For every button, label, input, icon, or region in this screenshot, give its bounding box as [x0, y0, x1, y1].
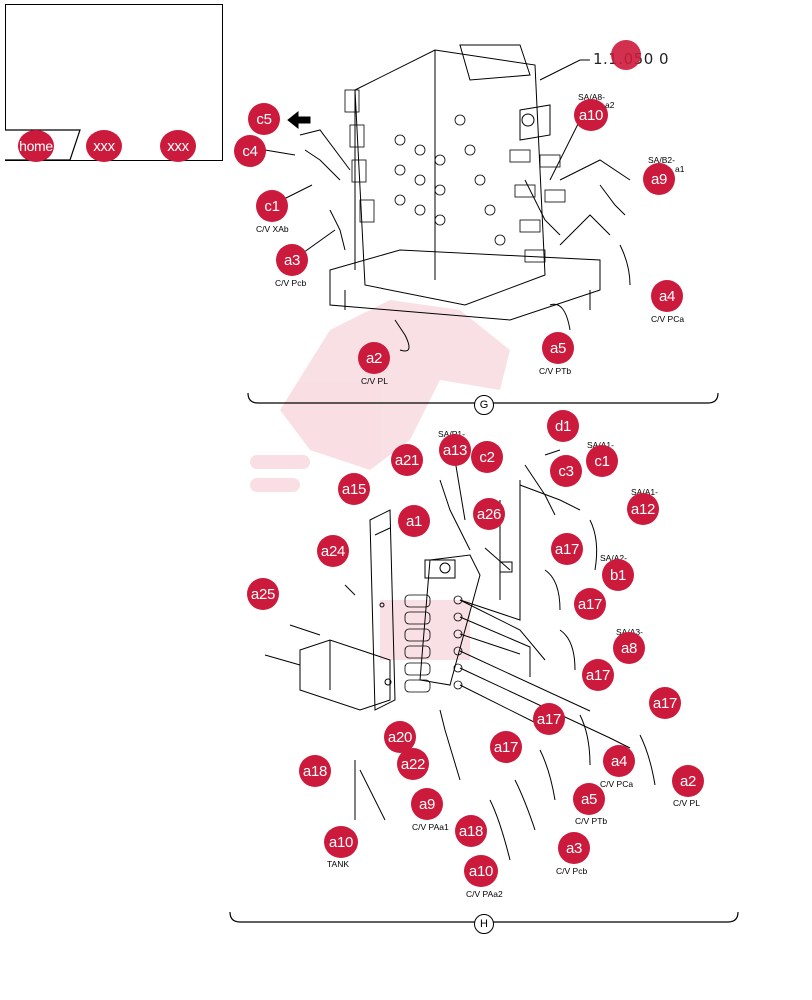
- callout-c2[interactable]: c2: [471, 441, 503, 473]
- callout-ref-circle[interactable]: [611, 40, 641, 70]
- label-cv-ptb-upper: C/V PTb: [539, 366, 572, 376]
- callout-a9-lower[interactable]: a9: [411, 788, 443, 820]
- callout-a1[interactable]: a1: [398, 505, 430, 537]
- label-cv-pca-lower: C/V PCa: [600, 779, 634, 789]
- callout-a18-1[interactable]: a18: [299, 755, 331, 787]
- callout-a4-lower[interactable]: a4: [603, 745, 635, 777]
- label-sa-a8: SA/A8-: [578, 92, 605, 102]
- callout-a22[interactable]: a22: [397, 748, 429, 780]
- section-marker-g: G: [474, 395, 494, 415]
- callout-a25[interactable]: a25: [247, 578, 279, 610]
- callout-c1-lower[interactable]: c1: [586, 445, 618, 477]
- callout-a2-lower[interactable]: a2: [672, 765, 704, 797]
- next-page-button[interactable]: xxx: [160, 130, 196, 162]
- callout-a17-3[interactable]: a17: [582, 659, 614, 691]
- label-cv-ptb-lower: C/V PTb: [575, 816, 608, 826]
- control-valve-assembly: [264, 44, 631, 352]
- callout-a21[interactable]: a21: [391, 444, 423, 476]
- callout-a17-2[interactable]: a17: [574, 588, 606, 620]
- label-cv-xab: C/V XAb: [256, 224, 289, 234]
- callout-a10-lower-2[interactable]: a10: [464, 855, 498, 887]
- prev-page-button[interactable]: xxx: [86, 130, 122, 162]
- callout-a24[interactable]: a24: [317, 535, 349, 567]
- callout-a20[interactable]: a20: [384, 721, 416, 753]
- callout-c3[interactable]: c3: [550, 455, 582, 487]
- callout-a2-upper[interactable]: a2: [358, 342, 390, 374]
- callout-c5[interactable]: c5: [248, 103, 280, 135]
- callout-c1-upper[interactable]: c1: [256, 190, 288, 222]
- callout-b1[interactable]: b1: [602, 559, 634, 591]
- callout-a3-upper[interactable]: a3: [276, 244, 308, 276]
- label-sa-a8-port: a2: [605, 100, 615, 110]
- manifold-assembly: [264, 449, 656, 861]
- label-cv-paa1: C/V PAa1: [412, 822, 449, 832]
- label-cv-pcb-upper: C/V Pcb: [275, 278, 307, 288]
- label-cv-pl-lower: C/V PL: [673, 798, 700, 808]
- label-sa-b2-port: a1: [675, 164, 685, 174]
- callout-a17-5[interactable]: a17: [533, 703, 565, 735]
- callout-a12[interactable]: a12: [627, 493, 659, 525]
- callout-a18-2[interactable]: a18: [455, 815, 487, 847]
- callout-a9-upper[interactable]: a9: [643, 163, 675, 195]
- callout-a17-6[interactable]: a17: [490, 731, 522, 763]
- watermark: [250, 300, 510, 660]
- callout-a17-4[interactable]: a17: [649, 687, 681, 719]
- callout-a26[interactable]: a26: [473, 498, 505, 530]
- callout-a15[interactable]: a15: [338, 473, 370, 505]
- callout-a5-lower[interactable]: a5: [573, 783, 605, 815]
- callout-a5-upper[interactable]: a5: [542, 332, 574, 364]
- callout-a4-upper[interactable]: a4: [651, 280, 683, 312]
- callout-a10-lower-1[interactable]: a10: [324, 826, 358, 858]
- callout-a3-lower[interactable]: a3: [558, 832, 590, 864]
- callout-a10-upper[interactable]: a10: [574, 99, 608, 131]
- label-sa-a1-mid: SA/A1-: [631, 487, 658, 497]
- label-cv-pca-upper: C/V PCa: [651, 314, 685, 324]
- label-sa-b2: SA/B2-: [648, 155, 675, 165]
- callout-d1[interactable]: d1: [547, 410, 579, 442]
- label-cv-pcb-lower: C/V Pcb: [556, 866, 588, 876]
- label-cv-paa2: C/V PAa2: [466, 889, 503, 899]
- home-button[interactable]: home: [18, 130, 54, 162]
- callout-a8[interactable]: a8: [613, 632, 645, 664]
- label-sa-a2: SA/A2-: [600, 553, 627, 563]
- label-tank: TANK: [327, 859, 350, 869]
- section-marker-h: H: [474, 914, 494, 934]
- label-cv-pl-upper: C/V PL: [361, 376, 388, 386]
- callout-a17-1[interactable]: a17: [551, 533, 583, 565]
- callout-c4[interactable]: c4: [234, 135, 266, 167]
- callout-a13[interactable]: a13: [439, 434, 471, 466]
